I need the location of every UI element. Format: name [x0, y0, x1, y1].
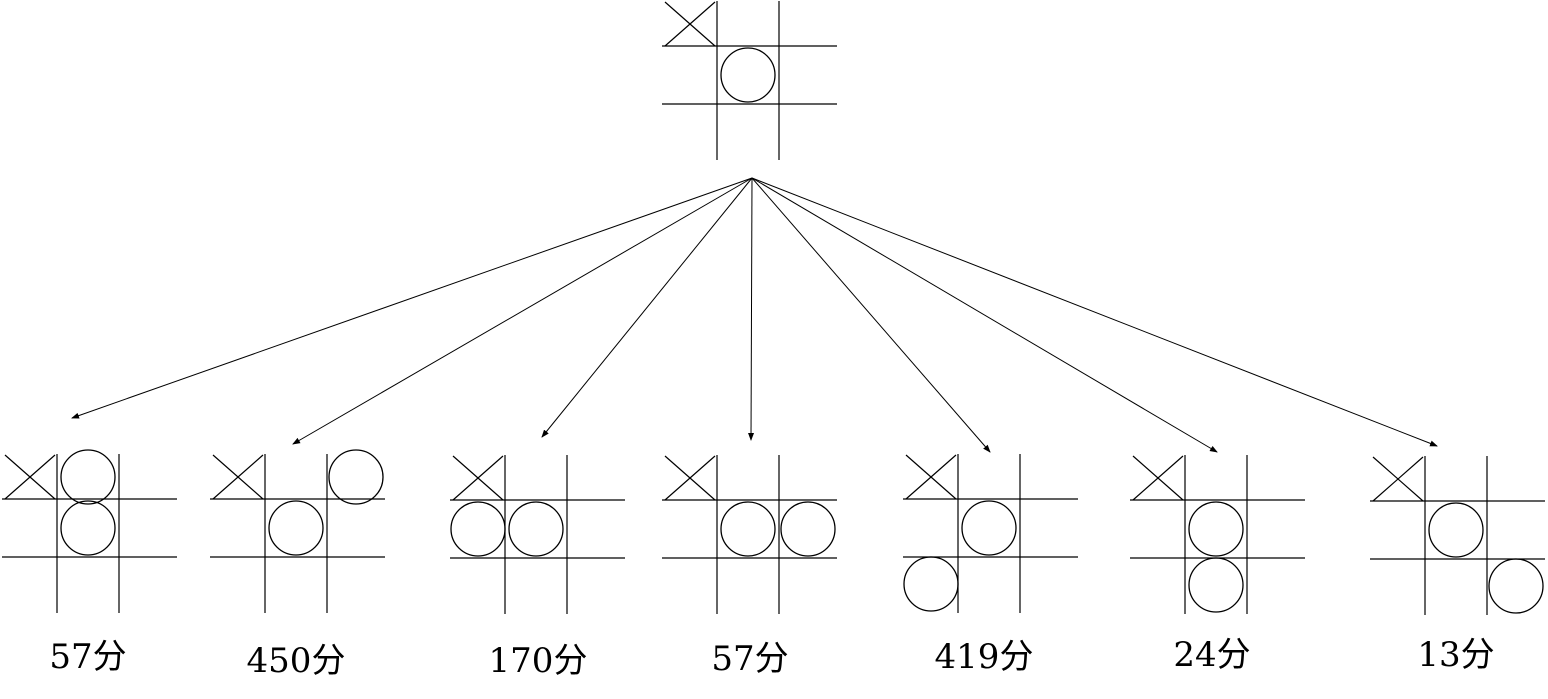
- x-mark: [664, 1, 716, 47]
- score-label-7: 13分: [1417, 635, 1494, 675]
- tree-edge-arrow: [751, 177, 1438, 447]
- x-mark: [452, 455, 504, 501]
- o-mark: [720, 501, 776, 557]
- x-mark: [905, 454, 957, 500]
- o-mark: [1428, 502, 1484, 558]
- o-mark: [60, 449, 116, 505]
- o-mark: [450, 501, 506, 557]
- o-mark: [961, 500, 1017, 556]
- o-mark: [720, 47, 776, 103]
- tree-edge-arrow: [71, 177, 753, 419]
- score-label-6: 24分: [1173, 635, 1250, 675]
- child-board-1: [2, 449, 177, 613]
- score-label-1: 57分: [49, 637, 126, 677]
- x-mark: [1132, 455, 1184, 501]
- o-mark: [1488, 558, 1544, 614]
- score-label-3: 170分: [489, 641, 588, 681]
- score-label-5: 419分: [935, 637, 1034, 677]
- child-board-6: [1130, 455, 1305, 614]
- o-mark: [1188, 557, 1244, 613]
- child-board-2: [210, 449, 385, 613]
- o-mark: [780, 501, 836, 557]
- o-mark: [60, 500, 116, 556]
- o-mark: [508, 501, 564, 557]
- tree-edge-arrow: [751, 177, 991, 453]
- score-label-2: 450分: [247, 641, 346, 681]
- o-mark: [903, 556, 959, 612]
- o-mark: [328, 449, 384, 505]
- tree-edge-arrow: [751, 177, 1218, 453]
- x-mark: [664, 455, 716, 501]
- child-board-5: [903, 454, 1078, 613]
- tree-edge-arrow: [748, 177, 755, 441]
- tree-edge-arrow: [541, 177, 753, 438]
- score-label-4: 57分: [711, 639, 788, 679]
- child-board-3: [450, 455, 625, 614]
- root-board: [662, 1, 837, 160]
- child-board-4: [662, 455, 837, 614]
- o-mark: [1188, 501, 1244, 557]
- x-mark: [212, 454, 264, 500]
- tree-boards: [2, 1, 1545, 615]
- score-labels: 57分 450分 170分 57分 419分 24分 13分: [49, 635, 1494, 681]
- child-board-7: [1370, 456, 1545, 615]
- x-mark: [4, 454, 56, 500]
- x-mark: [1372, 456, 1424, 502]
- o-mark: [268, 500, 324, 556]
- tree-edge-arrow: [292, 177, 753, 445]
- tree-edges: [71, 177, 1438, 453]
